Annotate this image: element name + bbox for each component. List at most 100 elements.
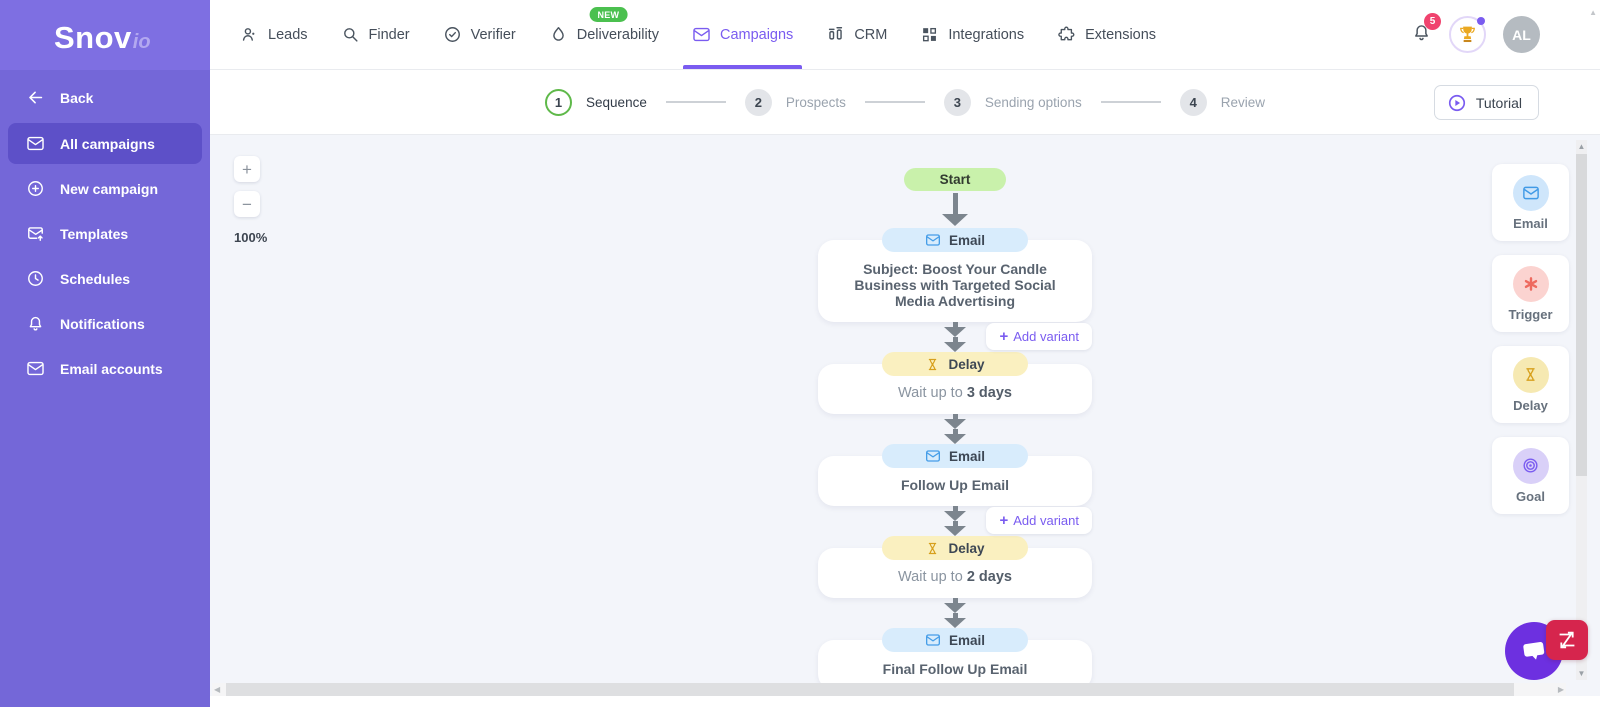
- node-type-label: Email: [948, 232, 986, 248]
- sequence-canvas[interactable]: + − 100% Start Email Subject: Boost Your…: [210, 135, 1600, 707]
- scroll-left-icon[interactable]: ◀: [214, 685, 221, 694]
- arrow-left-icon: [26, 88, 45, 107]
- puzzle-icon: [1058, 26, 1075, 41]
- step-prospects[interactable]: 2 Prospects: [744, 88, 846, 116]
- palette-item-delay[interactable]: Delay: [1492, 346, 1569, 423]
- brand-suffix: io: [132, 31, 151, 53]
- scroll-up-icon[interactable]: ▲: [1577, 142, 1586, 151]
- nav-item-campaigns[interactable]: Campaigns: [682, 0, 803, 69]
- sidebar-item-all-campaigns[interactable]: All campaigns: [8, 123, 202, 164]
- email-node-2[interactable]: Email Follow Up Email: [818, 444, 1092, 506]
- add-variant-label: Add variant: [1013, 513, 1079, 528]
- email-node-1[interactable]: Email Subject: Boost Your Candle Busines…: [818, 228, 1092, 322]
- sidebar-item-templates[interactable]: Templates: [8, 213, 202, 254]
- brand-name: Snov: [54, 20, 132, 55]
- mail-icon: [693, 27, 710, 42]
- nav-item-verifier[interactable]: Verifier: [443, 0, 516, 69]
- tutorial-button[interactable]: Tutorial: [1433, 85, 1539, 120]
- scroll-down-icon[interactable]: ▼: [1577, 669, 1586, 678]
- trophy-icon: [1460, 26, 1475, 43]
- palette-item-goal[interactable]: Goal: [1492, 437, 1569, 514]
- node-type-label: Delay: [948, 356, 985, 372]
- step-number: 3: [943, 88, 971, 116]
- step-number: 1: [545, 88, 573, 116]
- page-scroll-up-icon[interactable]: ▲: [1589, 8, 1597, 17]
- step-number: 2: [744, 88, 772, 116]
- scroll-right-icon[interactable]: ▶: [1557, 685, 1564, 694]
- step-sending-options[interactable]: 3 Sending options: [943, 88, 1082, 116]
- delay-node-header: Delay: [882, 352, 1028, 376]
- nav-item-label: Campaigns: [719, 26, 794, 43]
- nav-item-deliverability[interactable]: NEW Deliverability: [549, 0, 659, 69]
- nav-item-integrations[interactable]: Integrations: [920, 0, 1024, 69]
- palette-item-trigger[interactable]: Trigger: [1492, 255, 1569, 332]
- mail-icon: [925, 234, 940, 246]
- email-node-header: Email: [882, 628, 1028, 652]
- nav-item-label: Deliverability: [576, 26, 659, 43]
- step-sequence[interactable]: 1 Sequence: [545, 88, 647, 116]
- email-node-card[interactable]: Subject: Boost Your Candle Business with…: [818, 240, 1092, 322]
- nav-items: Leads Finder Verifier NEW Deliverability: [240, 0, 1156, 69]
- sidebar-item-label: Email accounts: [60, 360, 163, 377]
- add-variant-label: Add variant: [1013, 329, 1079, 344]
- sidebar-back-button[interactable]: Back: [0, 70, 210, 121]
- palette-item-label: Trigger: [1508, 306, 1553, 322]
- leads-icon: [242, 28, 255, 41]
- bottom-strip: [210, 696, 1600, 707]
- step-connector-line: [665, 101, 726, 103]
- add-variant-button[interactable]: + Add variant: [986, 507, 1092, 534]
- nav-item-label: Extensions: [1085, 26, 1157, 43]
- clock-icon: [26, 269, 45, 288]
- z-expand-widget-button[interactable]: [1546, 620, 1588, 660]
- top-nav: Leads Finder Verifier NEW Deliverability: [210, 0, 1600, 70]
- plus-icon: +: [999, 328, 1009, 345]
- sidebar-item-label: Schedules: [60, 270, 131, 287]
- email-subject-text: Subject: Boost Your Candle Business with…: [854, 261, 1056, 309]
- email-node-card[interactable]: Final Follow Up Email: [818, 640, 1092, 690]
- delay-icon: [1512, 356, 1549, 393]
- vertical-scrollbar-thumb[interactable]: [1576, 154, 1587, 476]
- sequence-flow: Start Email Subject: Boost Your Candle B…: [818, 168, 1092, 690]
- nav-right: 5 AL: [1411, 12, 1540, 53]
- email-node-3[interactable]: Email Final Follow Up Email: [818, 628, 1092, 690]
- nav-item-label: Verifier: [470, 26, 516, 43]
- nav-item-extensions[interactable]: Extensions: [1057, 0, 1156, 69]
- step-review[interactable]: 4 Review: [1179, 88, 1265, 116]
- delay-node-2[interactable]: Delay Wait up to 2 days: [818, 536, 1092, 598]
- flow-arrow: [818, 598, 1092, 628]
- user-avatar[interactable]: AL: [1503, 16, 1540, 53]
- notifications-bell-button[interactable]: 5: [1411, 12, 1441, 48]
- mail-icon: [26, 134, 45, 153]
- crm-columns-icon: [829, 27, 843, 40]
- palette-item-email[interactable]: Email: [1492, 164, 1569, 241]
- start-node[interactable]: Start: [904, 168, 1006, 191]
- goal-icon: [1512, 447, 1549, 484]
- sidebar-item-email-accounts[interactable]: Email accounts: [8, 348, 202, 389]
- nav-item-crm[interactable]: CRM: [826, 0, 887, 69]
- delay-node-1[interactable]: Delay Wait up to 3 days: [818, 352, 1092, 414]
- sidebar-item-notifications[interactable]: Notifications: [8, 303, 202, 344]
- flow-arrow: [818, 414, 1092, 444]
- nav-item-finder[interactable]: Finder: [341, 0, 410, 69]
- achievements-trophy-button[interactable]: [1449, 16, 1486, 53]
- step-connector-line: [864, 101, 925, 103]
- horizontal-scrollbar[interactable]: ◀ ▶: [212, 683, 1566, 696]
- sidebar-item-schedules[interactable]: Schedules: [8, 258, 202, 299]
- sidebar-item-new-campaign[interactable]: New campaign: [8, 168, 202, 209]
- nav-item-leads[interactable]: Leads: [240, 0, 308, 69]
- mail-icon: [925, 450, 940, 462]
- flow-arrow: + Add variant: [818, 506, 1092, 536]
- zoom-in-button[interactable]: +: [234, 156, 260, 182]
- add-variant-button[interactable]: + Add variant: [986, 323, 1092, 350]
- horizontal-scrollbar-thumb[interactable]: [226, 683, 1514, 696]
- vertical-scrollbar[interactable]: ▲ ▼: [1576, 140, 1587, 680]
- wizard-steps: 1 Sequence 2 Prospects 3 Sending options…: [545, 88, 1265, 116]
- zoom-out-button[interactable]: −: [234, 191, 260, 217]
- email-subject-text: Final Follow Up Email: [882, 661, 1028, 677]
- email-node-header: Email: [882, 444, 1028, 468]
- trophy-notification-dot: [1477, 17, 1485, 25]
- mail-arrow-icon: [26, 224, 45, 243]
